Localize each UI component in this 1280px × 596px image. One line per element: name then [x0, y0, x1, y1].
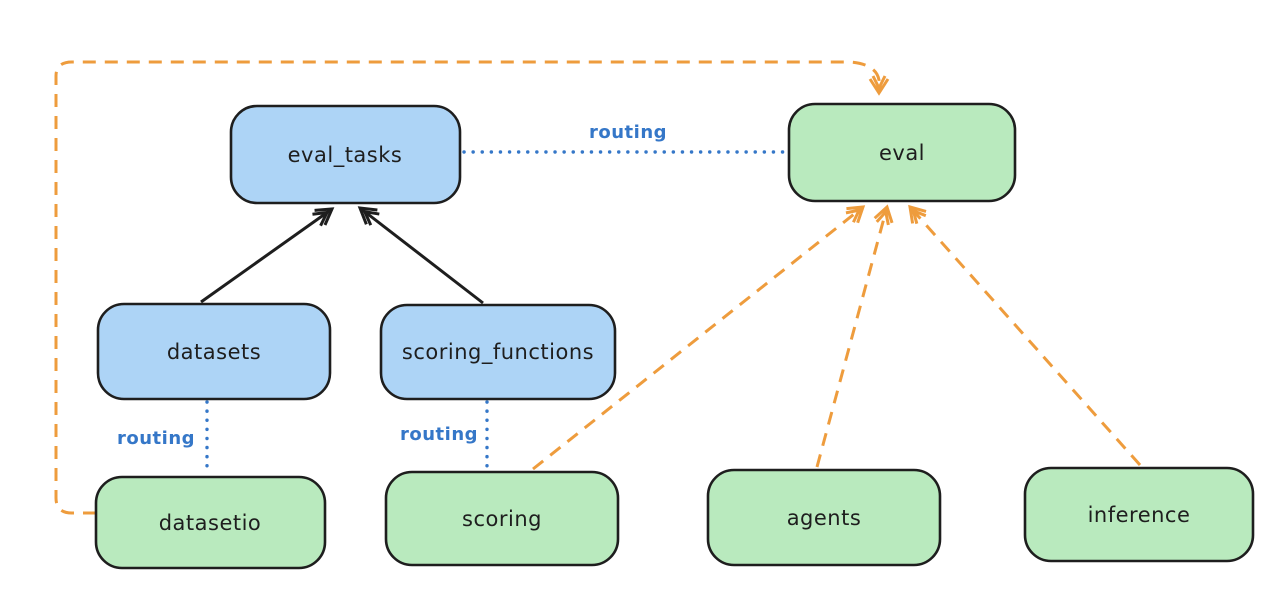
edge-inference-to-eval — [908, 204, 1142, 466]
node-inference: inference — [1023, 466, 1255, 563]
node-eval-box — [787, 102, 1017, 203]
node-datasetio: datasetio — [94, 475, 327, 570]
node-scoring: scoring — [384, 470, 620, 567]
node-scoring-functions-box — [379, 303, 617, 401]
edge-datasets-to-eval-tasks — [200, 207, 335, 304]
node-agents-label: agents — [787, 506, 862, 530]
node-eval-tasks-label: eval_tasks — [288, 143, 403, 168]
node-scoring-functions-label: scoring_functions — [402, 340, 594, 365]
edge-scoring-to-eval — [532, 205, 866, 471]
node-eval: eval — [787, 102, 1017, 203]
node-datasets: datasets — [96, 302, 332, 401]
node-datasets-label: datasets — [167, 340, 261, 364]
edge-scoring-functions-to-eval-tasks — [357, 206, 484, 305]
edge-agents-to-eval — [815, 204, 894, 468]
node-eval-label: eval — [879, 141, 925, 165]
node-agents-box — [706, 468, 942, 567]
node-inference-label: inference — [1088, 503, 1191, 527]
node-inference-box — [1023, 466, 1255, 563]
node-eval-tasks: eval_tasks — [229, 104, 462, 205]
routing-label-scoring-functions-scoring: routing — [400, 424, 478, 445]
node-datasetio-box — [94, 475, 327, 570]
node-scoring-box — [384, 470, 620, 567]
routing-label-eval-tasks-eval: routing — [589, 122, 667, 143]
node-scoring-label: scoring — [462, 507, 542, 531]
node-datasets-box — [96, 302, 332, 401]
routing-label-datasets-datasetio: routing — [117, 428, 195, 449]
node-datasetio-label: datasetio — [159, 511, 262, 535]
node-agents: agents — [706, 468, 942, 567]
node-scoring-functions: scoring_functions — [379, 303, 617, 401]
node-eval-tasks-box — [229, 104, 462, 205]
